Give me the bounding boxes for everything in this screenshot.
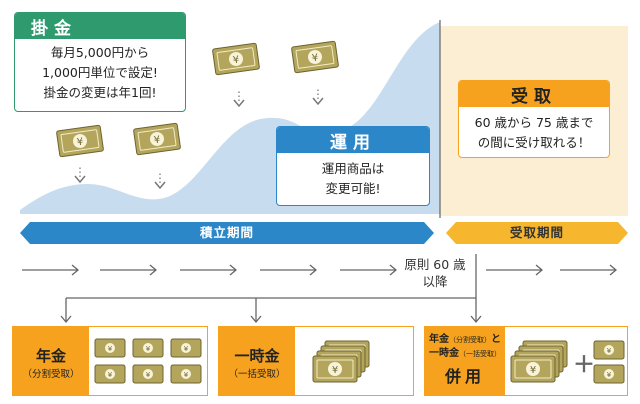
- uketori-line-2: の間に受け取れる！: [477, 135, 591, 150]
- yen-banknote-icon: ⋮: [55, 124, 105, 184]
- yen-banknote-icon: ⋮: [132, 122, 182, 190]
- arrow-right-icon: [180, 264, 238, 276]
- svg-text:⋮: ⋮: [154, 171, 166, 185]
- banknote-stack-icon: [510, 340, 568, 383]
- uketori-title: 受取: [459, 81, 609, 107]
- unyo-description: 運用商品は 変更可能!: [277, 159, 429, 199]
- kakekin-line-3: 掛金の変更は年1回!: [43, 85, 157, 100]
- option-nenkin-label: 年金 （分割受取）: [13, 327, 89, 395]
- kakekin-title: 掛金: [15, 13, 185, 39]
- kakekin-line-1: 毎月5,000円から: [50, 45, 150, 60]
- arrow-right-icon: [560, 264, 618, 276]
- option-heiyou-line2-a: 一時金: [429, 348, 459, 359]
- plus-icon: ＋: [573, 353, 596, 378]
- kakekin-card: 掛金 毎月5,000円から 1,000円単位で設定! 掛金の変更は年1回!: [14, 12, 186, 112]
- option-heiyou-line1-sub: （分割受取）: [449, 336, 491, 344]
- gensoku-label: 原則 60 歳 以降: [400, 256, 470, 290]
- kakekin-line-2: 1,000円単位で設定!: [42, 65, 158, 80]
- option-ichijikin: 一時金 （一括受取）: [218, 326, 414, 396]
- arrow-down-icon: [250, 298, 262, 324]
- option-nenkin-sub: （分割受取）: [22, 369, 80, 380]
- svg-text:⋮: ⋮: [74, 165, 86, 179]
- gensoku-line-2: 以降: [422, 274, 448, 289]
- option-heiyou-line1-a: 年金: [429, 334, 449, 345]
- svg-text:⋮: ⋮: [312, 87, 324, 101]
- arrow-right-icon: [260, 264, 318, 276]
- arrow-right-icon: [486, 264, 544, 276]
- arrow-right-icon: [100, 264, 158, 276]
- receipt-period-label: 受取期間: [509, 225, 564, 240]
- arrow-right-icon: [340, 264, 398, 276]
- banknote-grid-icon: [94, 338, 202, 384]
- svg-text:⋮: ⋮: [233, 89, 245, 103]
- option-heiyou-title: 併用: [444, 367, 485, 386]
- unyo-card: 運用 運用商品は 変更可能!: [276, 126, 430, 206]
- option-nenkin: 年金 （分割受取）: [12, 326, 208, 396]
- gensoku-line-1: 原則 60 歳: [404, 257, 466, 272]
- option-ichijikin-label: 一時金 （一括受取）: [219, 327, 295, 395]
- option-ichijikin-title: 一時金: [234, 347, 280, 365]
- arrow-down-icon: [60, 298, 72, 324]
- option-heiyou: 年金（分割受取）と 一時金（一括受取） 併用 ＋: [424, 326, 628, 396]
- banknote-stack-icon: [312, 340, 370, 383]
- option-heiyou-label: 年金（分割受取）と 一時金（一括受取） 併用: [425, 327, 505, 395]
- arrow-down-icon: [470, 298, 482, 324]
- arrow-right-icon: [22, 264, 80, 276]
- unyo-line-1: 運用商品は: [321, 161, 385, 176]
- yen-banknote-icon: ⋮: [211, 42, 261, 108]
- option-heiyou-line2-sub: （一括受取）: [459, 350, 501, 358]
- uketori-description: 60 歳から 75 歳まで の間に受け取れる！: [459, 113, 609, 153]
- banknote-pair-icon: [593, 340, 625, 384]
- uketori-card: 受取 60 歳から 75 歳まで の間に受け取れる！: [458, 80, 610, 158]
- option-heiyou-line1-b: と: [491, 334, 501, 345]
- accumulation-period-label: 積立期間: [199, 225, 254, 240]
- receipt-period-bar: [446, 222, 628, 244]
- unyo-title: 運用: [277, 127, 429, 153]
- kakekin-description: 毎月5,000円から 1,000円単位で設定! 掛金の変更は年1回!: [15, 43, 185, 103]
- accumulation-period-bar: [20, 222, 434, 244]
- unyo-line-2: 変更可能!: [325, 181, 381, 196]
- option-ichijikin-sub: （一括受取）: [228, 369, 286, 380]
- yen-banknote-icon: ⋮: [290, 40, 340, 106]
- uketori-line-1: 60 歳から 75 歳まで: [474, 115, 594, 130]
- option-nenkin-title: 年金: [35, 347, 66, 365]
